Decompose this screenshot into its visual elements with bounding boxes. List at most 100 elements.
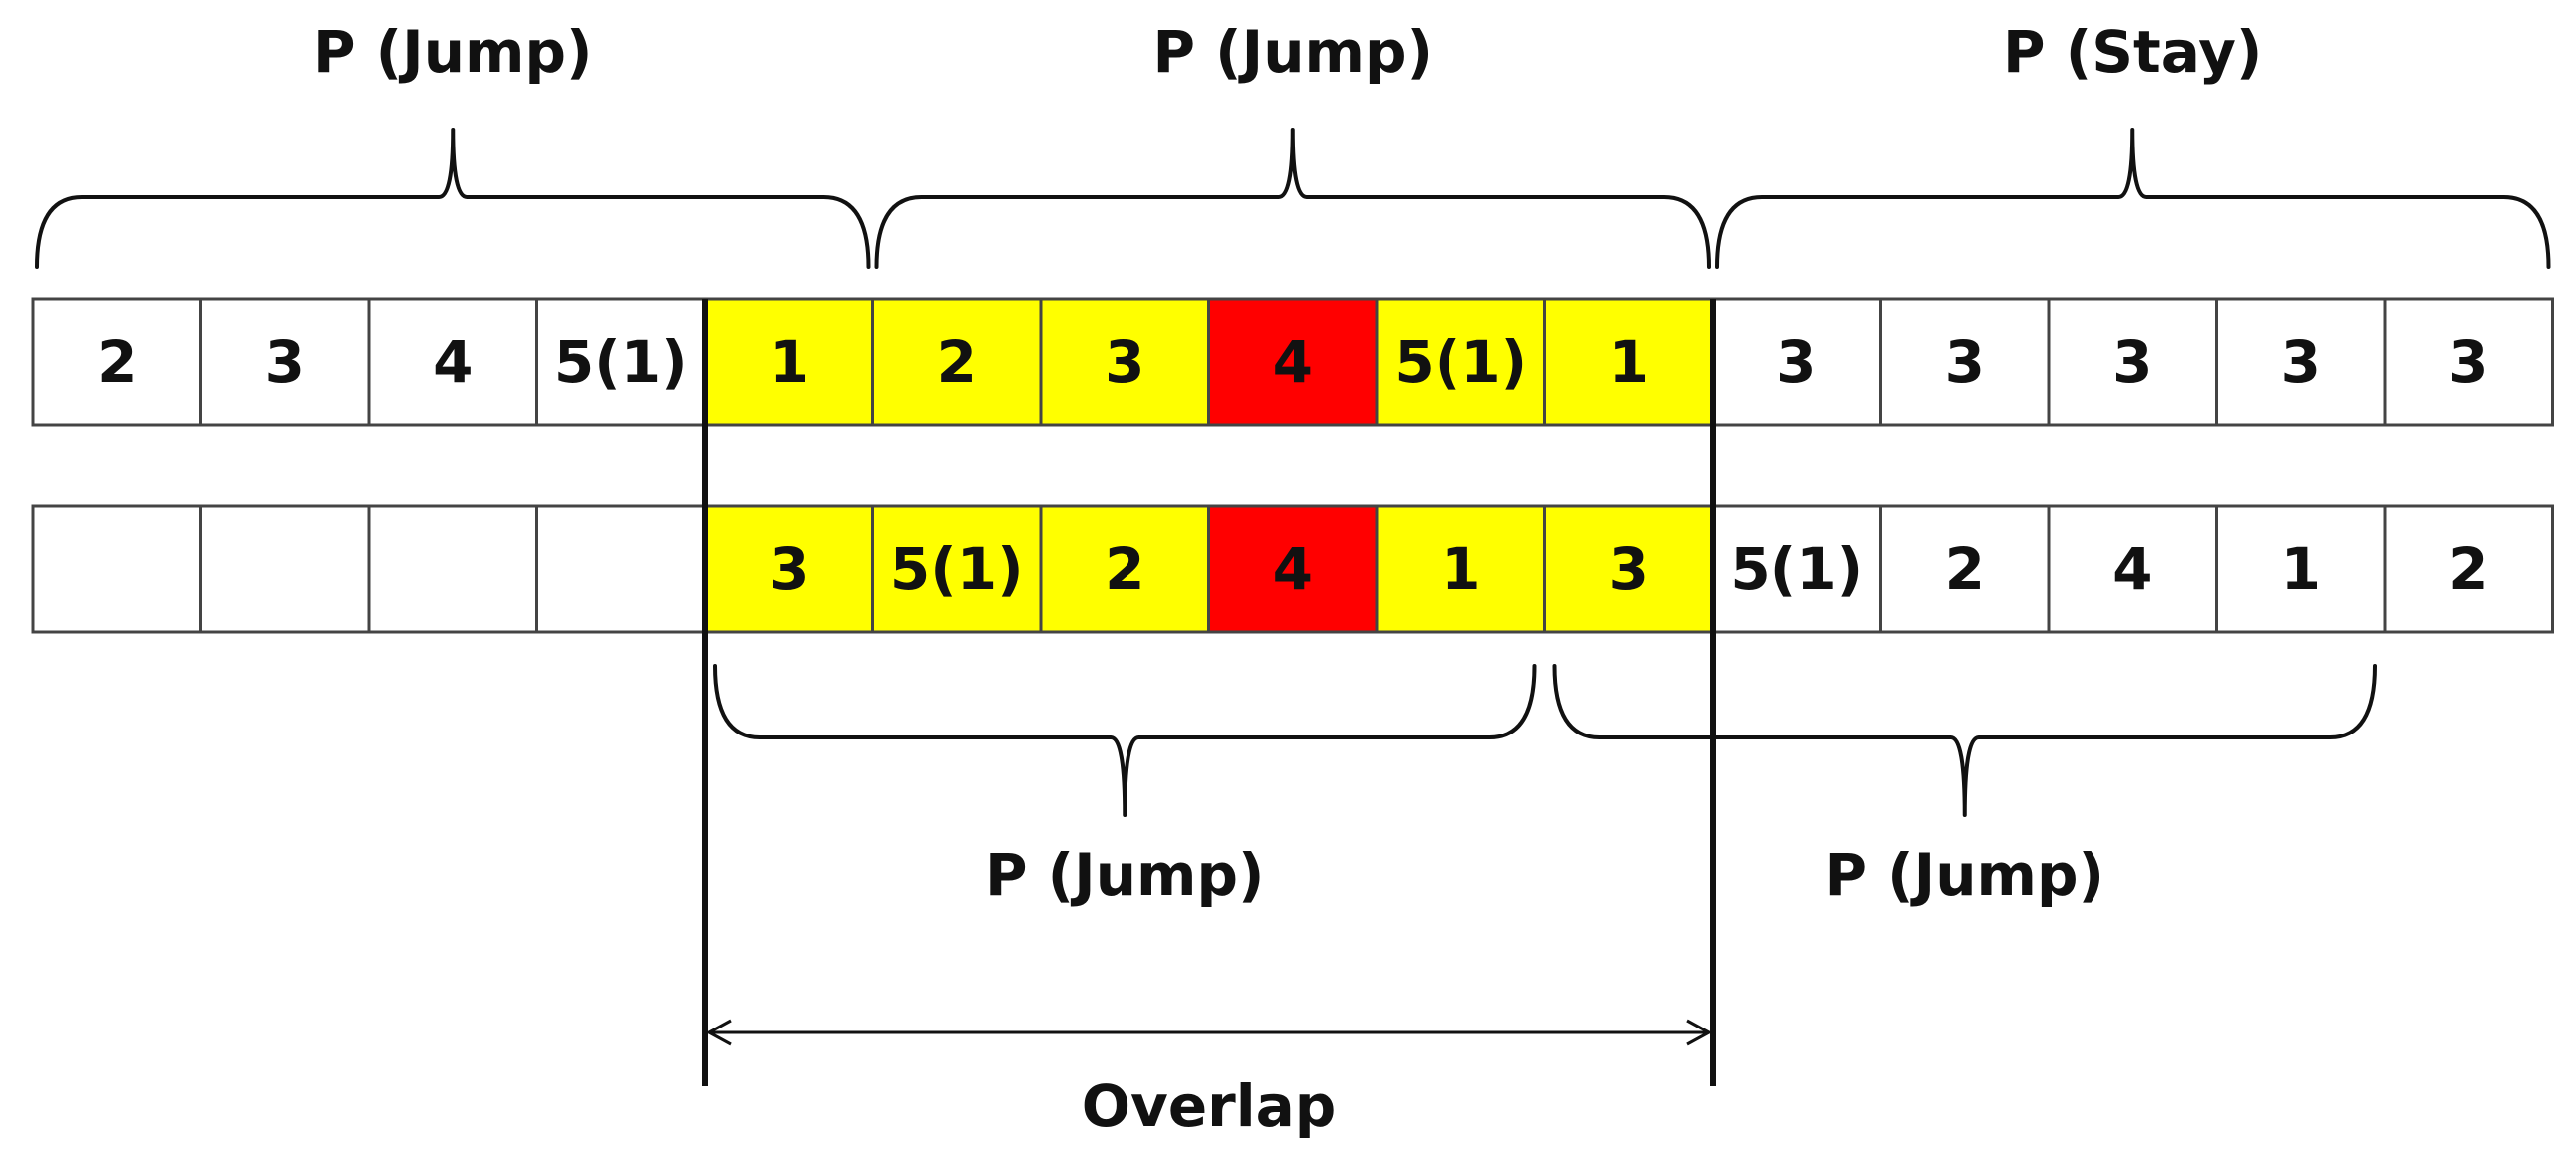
bottom-row-cell-value: 4 bbox=[2112, 535, 2152, 603]
top-row-cell-value: 2 bbox=[937, 328, 977, 396]
bottom-row-cell: 3 bbox=[1543, 504, 1715, 634]
bottom-row-cell-box bbox=[2215, 504, 2387, 634]
top-row-cell-box bbox=[703, 297, 874, 427]
bottom-row-cell: 5(1) bbox=[1711, 504, 1882, 634]
curly-brace bbox=[713, 664, 1537, 817]
bottom-row-cell: 2 bbox=[1039, 504, 1210, 634]
bottom-row-cell-value: 2 bbox=[2448, 535, 2488, 603]
top-row-cell-box bbox=[2215, 297, 2387, 427]
top-row-cell-value: 4 bbox=[433, 328, 473, 396]
brace-label: P (Jump) bbox=[313, 18, 593, 86]
bottom-row-cell-value: 4 bbox=[1273, 535, 1313, 603]
top-row-cell: 1 bbox=[703, 297, 874, 427]
bottom-row-cell-value: 5(1) bbox=[1730, 535, 1863, 603]
top-row-cell-value: 3 bbox=[1776, 328, 1816, 396]
brace-group: P (Jump) bbox=[713, 664, 1537, 909]
top-row-cell-box bbox=[367, 297, 538, 427]
top-row-cell: 4 bbox=[1207, 297, 1379, 427]
bottom-row-cell-box bbox=[199, 504, 371, 634]
top-row-cell-value: 1 bbox=[1609, 328, 1649, 396]
bottom-row-cell bbox=[367, 504, 538, 634]
top-row-cell: 2 bbox=[31, 297, 202, 427]
bottom-row-cell-box bbox=[1879, 504, 2051, 634]
bottom-row-cell-value: 2 bbox=[1945, 535, 1985, 603]
top-row-cell-box bbox=[1879, 297, 2051, 427]
top-row-cell-value: 3 bbox=[2281, 328, 2321, 396]
top-row-cell-box bbox=[871, 297, 1043, 427]
bottom-row-cell: 4 bbox=[1207, 504, 1379, 634]
bottom-row-cell-value: 5(1) bbox=[890, 535, 1024, 603]
top-row-cell-value: 2 bbox=[97, 328, 137, 396]
overlap-marker: Overlap bbox=[702, 299, 1716, 1140]
top-row-cell-box bbox=[199, 297, 371, 427]
top-row-cell-value: 1 bbox=[769, 328, 808, 396]
top-row-cell-value: 3 bbox=[1945, 328, 1985, 396]
curly-brace bbox=[35, 128, 871, 269]
bottom-row-cell: 1 bbox=[2215, 504, 2387, 634]
brace-group: P (Jump) bbox=[35, 18, 871, 269]
bottom-row-cell-box bbox=[535, 504, 707, 634]
bottom-row-cell: 2 bbox=[1879, 504, 2051, 634]
top-row-cell: 3 bbox=[2383, 297, 2554, 427]
bottom-row-cell: 5(1) bbox=[871, 504, 1043, 634]
top-row-cell-value: 3 bbox=[2112, 328, 2152, 396]
bottom-row-cell-box bbox=[1207, 504, 1379, 634]
top-row-cell-box bbox=[1375, 297, 1546, 427]
brace-group: P (Stay) bbox=[1715, 18, 2551, 269]
overlap-label: Overlap bbox=[1082, 1072, 1337, 1140]
bottom-row-cell-box bbox=[2383, 504, 2554, 634]
top-row-cell-value: 3 bbox=[1105, 328, 1144, 396]
bottom-row-cell-box bbox=[1543, 504, 1715, 634]
bottom-row-cell-value: 3 bbox=[1609, 535, 1649, 603]
top-row-cell-value: 4 bbox=[1273, 328, 1313, 396]
bottom-braces: P (Jump) P (Jump) bbox=[713, 664, 2377, 909]
bottom-row-cell-value: 3 bbox=[769, 535, 808, 603]
brace-group: P (Jump) bbox=[1552, 664, 2377, 909]
top-row-cell: 3 bbox=[2047, 297, 2218, 427]
top-row-cell-value: 3 bbox=[2448, 328, 2488, 396]
bottom-row-cell-value: 2 bbox=[1105, 535, 1144, 603]
top-row-cell: 3 bbox=[2215, 297, 2387, 427]
bottom-row-cell bbox=[31, 504, 202, 634]
bottom-row-cell: 2 bbox=[2383, 504, 2554, 634]
bottom-row-cell-box bbox=[1039, 504, 1210, 634]
brace-label: P (Jump) bbox=[1824, 841, 2104, 909]
curly-brace bbox=[1715, 128, 2551, 269]
top-row-cell-box bbox=[1039, 297, 1210, 427]
bottom-row-cell-box bbox=[31, 504, 202, 634]
bottom-row-cell-box bbox=[1711, 504, 1882, 634]
bottom-row-cell-value: 1 bbox=[2281, 535, 2321, 603]
top-row-cell: 5(1) bbox=[535, 297, 707, 427]
bottom-row-cell-box bbox=[367, 504, 538, 634]
top-row-cell: 3 bbox=[1879, 297, 2051, 427]
top-row: 2 3 4 5(1) 1 2 3 4 5(1) 1 3 3 3 3 3 bbox=[31, 297, 2554, 427]
curly-brace bbox=[874, 128, 1711, 269]
top-row-cell: 3 bbox=[1711, 297, 1882, 427]
top-row-cell: 3 bbox=[1039, 297, 1210, 427]
bottom-row-cell-box bbox=[1375, 504, 1546, 634]
bottom-row: 3 5(1) 2 4 1 3 5(1) 2 4 1 2 bbox=[31, 504, 2554, 634]
bottom-row-cell: 4 bbox=[2047, 504, 2218, 634]
top-row-cell-value: 5(1) bbox=[554, 328, 688, 396]
bottom-row-cell: 1 bbox=[1375, 504, 1546, 634]
brace-group: P (Jump) bbox=[874, 18, 1711, 269]
bottom-row-cell bbox=[199, 504, 371, 634]
curly-brace bbox=[1552, 664, 2377, 817]
top-row-cell: 3 bbox=[199, 297, 371, 427]
arrowhead-left-icon bbox=[705, 1019, 732, 1046]
top-braces: P (Jump) P (Jump) P (Stay) bbox=[35, 18, 2551, 269]
top-row-cell-box bbox=[2383, 297, 2554, 427]
top-row-cell-value: 5(1) bbox=[1394, 328, 1527, 396]
top-row-cell: 1 bbox=[1543, 297, 1715, 427]
bottom-row-cell-box bbox=[871, 504, 1043, 634]
bottom-row-cell-value: 1 bbox=[1441, 535, 1480, 603]
top-row-cell: 4 bbox=[367, 297, 538, 427]
brace-label: P (Jump) bbox=[985, 841, 1265, 909]
top-row-cell-box bbox=[1207, 297, 1379, 427]
top-row-cell-value: 3 bbox=[265, 328, 305, 396]
brace-label: P (Stay) bbox=[2003, 18, 2262, 86]
bottom-row-cell bbox=[535, 504, 707, 634]
arrowhead-right-icon bbox=[1686, 1019, 1713, 1046]
